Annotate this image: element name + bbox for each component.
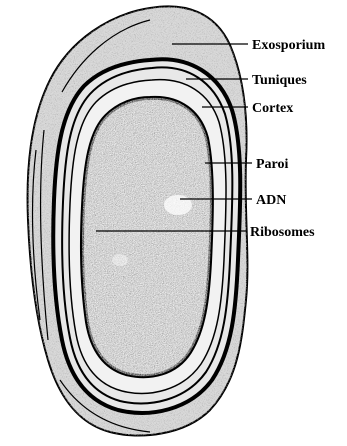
label-paroi: Paroi xyxy=(256,157,289,172)
label-adn: ADN xyxy=(256,193,286,208)
label-tuniques: Tuniques xyxy=(252,73,307,88)
label-ribosomes: Ribosomes xyxy=(250,225,315,240)
labels: Exosporium Tuniques Cortex Paroi ADN Rib… xyxy=(250,38,325,240)
core-layer xyxy=(82,98,212,376)
label-exosporium: Exosporium xyxy=(252,38,325,53)
adn-region xyxy=(164,195,192,215)
label-cortex: Cortex xyxy=(252,101,293,116)
